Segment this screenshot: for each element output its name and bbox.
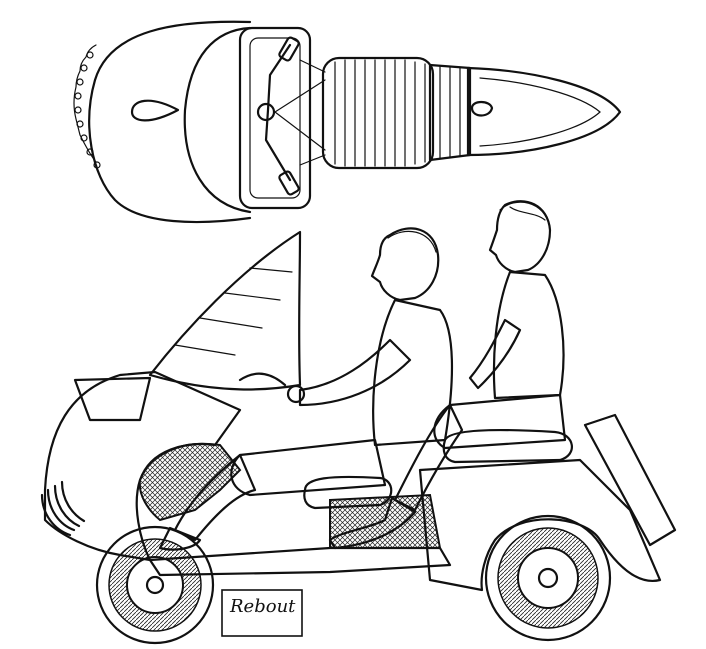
top-view-steering-hub [256, 102, 276, 122]
leg-shield-opening [138, 442, 242, 522]
scooter-side-view [40, 230, 677, 645]
rear-wheel [484, 514, 612, 642]
top-view-headlamp [130, 99, 180, 122]
rider-seat [303, 475, 393, 510]
passenger-hair [499, 201, 551, 229]
rear-axle [537, 567, 559, 589]
top-view-tread-teeth [74, 51, 101, 169]
rider-torso [372, 298, 454, 447]
rider [158, 227, 454, 551]
top-view-front-tread [73, 44, 97, 163]
front-wheel [95, 525, 215, 645]
top-view-tail [466, 66, 622, 157]
top-view-left-grip [278, 36, 300, 62]
top-view-handlebar [264, 43, 292, 182]
scooter-top-view [73, 20, 622, 224]
front-vent-louvres [40, 480, 86, 537]
rider-arm [298, 338, 412, 407]
windshield [148, 230, 302, 391]
signature-text: Rebout [229, 596, 296, 617]
passenger-arm [468, 318, 522, 390]
top-view-front-fairing [88, 20, 252, 224]
top-view-cockpit-inner [249, 37, 301, 199]
signature-frame [221, 589, 303, 637]
front-mudguard [73, 376, 152, 422]
windshield-shading [174, 267, 293, 356]
top-view-inner-shell [183, 26, 252, 214]
rider-shoe [158, 526, 202, 551]
top-view-right-grip [278, 170, 300, 196]
top-view-tail-inner [479, 77, 601, 147]
handlebar [238, 372, 287, 387]
rider-head [370, 227, 440, 302]
rear-hub [517, 547, 579, 609]
front-axle [145, 575, 165, 595]
top-view-seat [321, 56, 435, 170]
top-view-tail-lamp [470, 100, 494, 117]
rear-body [418, 458, 662, 592]
artist-signature: Rebout [221, 589, 303, 637]
handlebar-grip [286, 384, 306, 404]
passenger [328, 200, 567, 550]
top-view-cockpit [238, 26, 312, 210]
front-hub [126, 556, 184, 614]
passenger-torso [492, 270, 565, 400]
top-view-linkage [274, 59, 326, 166]
rider-hair [387, 230, 437, 253]
top-view-pillion-ribs [439, 66, 461, 159]
top-view-seat-ribs [334, 59, 426, 167]
passenger-shoe [328, 496, 417, 550]
rear-tail-light [583, 413, 677, 547]
